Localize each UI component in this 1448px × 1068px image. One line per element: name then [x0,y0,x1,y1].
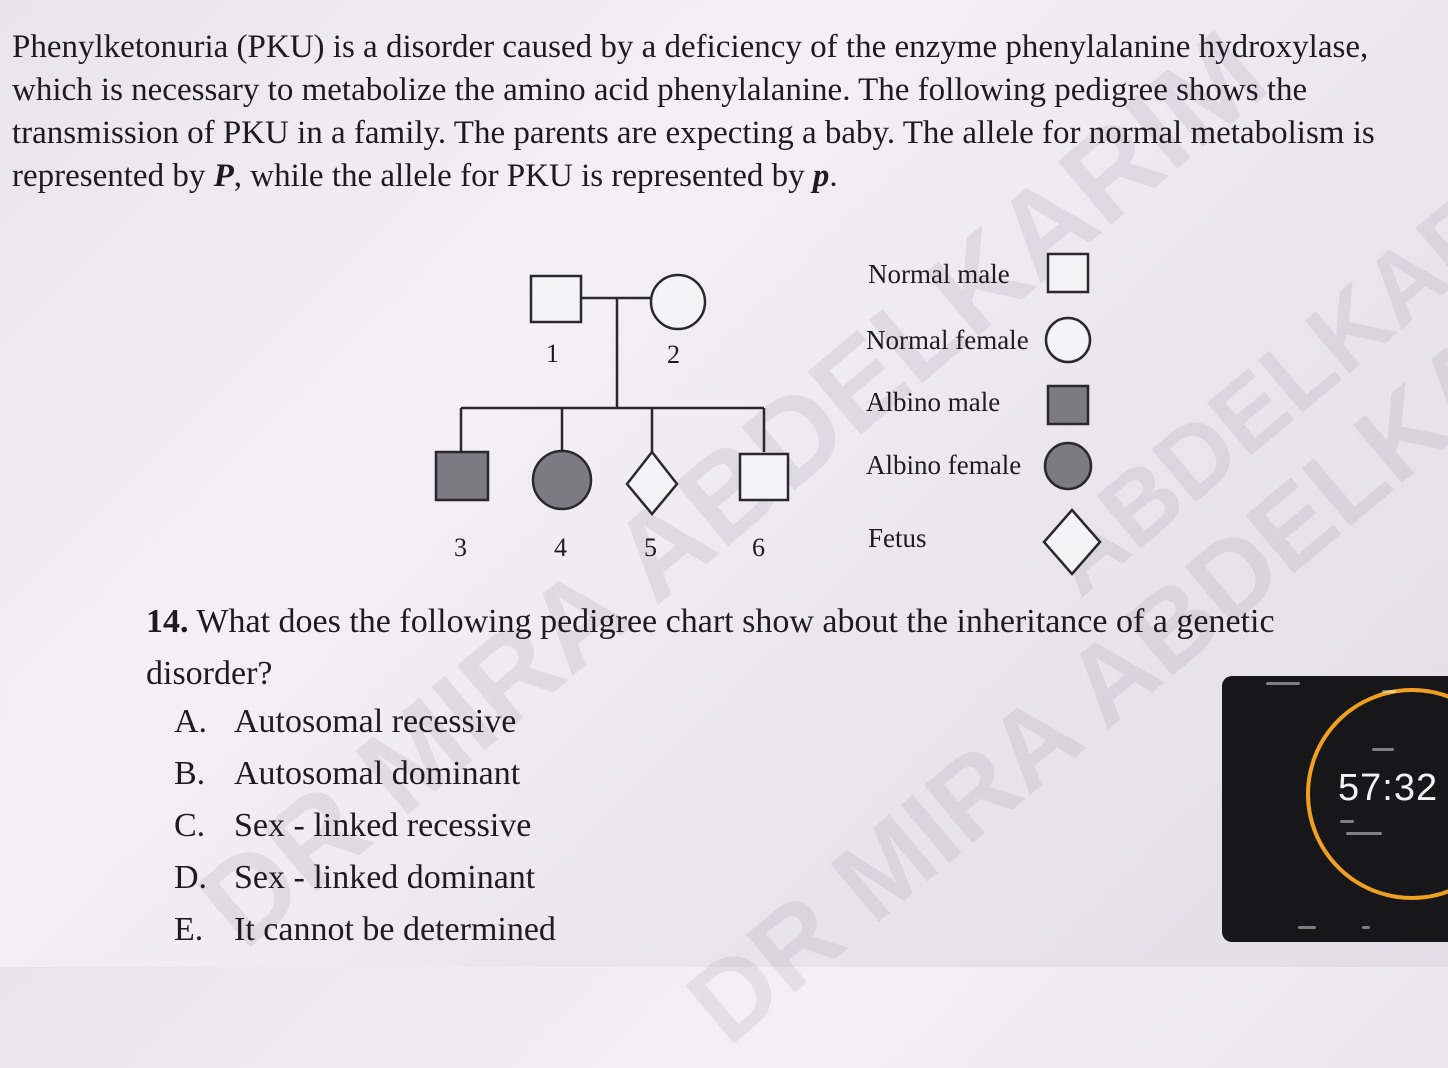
timer-caption [1340,820,1354,823]
individual-4-number: 4 [554,533,567,562]
individual-5-fetus [625,449,679,516]
individual-6-male [738,452,790,502]
timer-caption [1298,926,1316,929]
option-text: Sex - linked dominant [234,859,536,896]
question-14: 14. What does the following pedigree cha… [146,596,1406,700]
question-number: 14. [146,603,189,640]
individual-2-female [649,273,707,331]
individual-3-albino-male [434,450,490,502]
option-text: It cannot be determined [234,911,556,948]
timer-ring-icon [1306,688,1448,900]
legend-label-normal-male: Normal male [868,259,1010,289]
allele-pku: p [812,158,830,194]
option-letter: C. [174,807,206,844]
option-text: Autosomal dominant [234,755,521,792]
legend-label-albino-female: Albino female [866,450,1022,480]
option-letter: D. [174,859,208,896]
answer-options: A. Autosomal recessive B. Autosomal domina… [174,696,556,956]
legend-label-normal-female: Normal female [866,325,1029,355]
pedigree-chart [434,252,1102,576]
option-e[interactable]: E. It cannot be determined [174,904,556,956]
individual-1-male [529,274,583,324]
individual-2-number: 2 [667,340,680,369]
legend-symbol-normal-male [1046,252,1090,294]
individual-4-albino-female [531,449,593,511]
option-text: Autosomal recessive [234,703,517,740]
option-letter: A. [174,703,208,740]
timer-time: 57:32 [1338,767,1439,809]
individual-1-number: 1 [546,339,559,368]
option-text: Sex - linked recessive [234,807,532,844]
worksheet-page: DR MIRA ABDELKARIM DR MIRA ABDELKARIM AB… [12,6,1448,1067]
timer-widget[interactable]: 57:32 [1222,676,1448,942]
timer-caption [1266,682,1300,685]
intro-text-1: Phenylketonuria (PKU) is a disorder caus… [12,29,1375,194]
question-text: What does the following pedigree chart s… [146,603,1275,692]
option-a[interactable]: A. Autosomal recessive [174,696,556,748]
timer-caption [1346,832,1382,835]
option-b[interactable]: B. Autosomal dominant [174,748,556,800]
legend-symbol-normal-female [1044,316,1092,364]
option-letter: E. [174,911,204,948]
intro-text-3: . [829,158,838,194]
legend-symbol-fetus [1042,508,1102,576]
option-c[interactable]: C. Sex - linked recessive [174,800,556,852]
option-d[interactable]: D. Sex - linked dominant [174,852,556,904]
timer-caption [1382,690,1396,693]
timer-caption [1372,748,1394,751]
legend-label-fetus: Fetus [868,523,927,553]
allele-normal: P [213,158,234,194]
intro-text-2: , while the allele for PKU is represente… [233,158,813,194]
legend-symbol-albino-male [1046,384,1090,426]
option-letter: B. [174,755,206,792]
legend-symbol-albino-female [1043,441,1093,491]
intro-paragraph: Phenylketonuria (PKU) is a disorder caus… [12,26,1432,198]
timer-caption [1362,926,1370,929]
individual-3-number: 3 [454,533,467,562]
legend-label-albino-male: Albino male [866,387,1001,417]
individual-5-number: 5 [644,533,657,562]
individual-6-number: 6 [752,533,765,562]
